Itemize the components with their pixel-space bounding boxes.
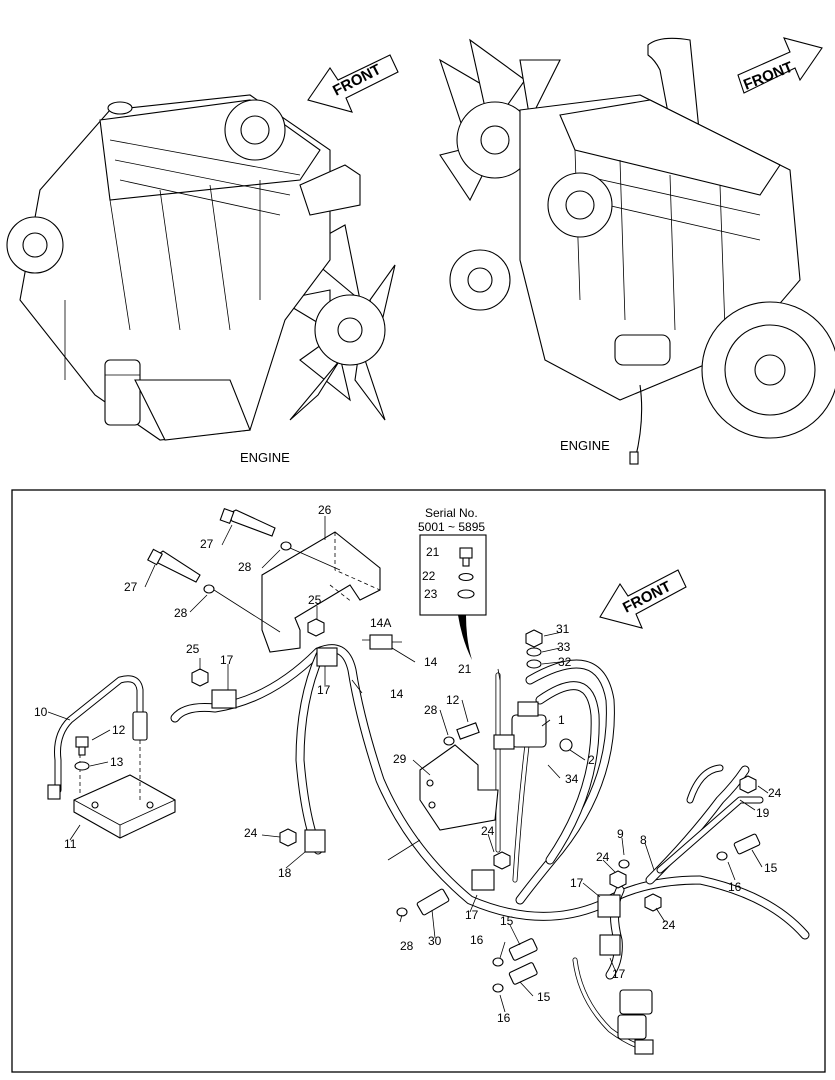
callout-22: 22 [422,569,436,583]
callout-26: 26 [318,503,332,517]
right-engine-view [439,37,835,465]
callout-14A: 14A [370,616,391,630]
callout-12: 12 [446,693,460,707]
callout-19: 19 [756,806,770,820]
front-arrow-left: FRONT [307,54,399,113]
callout-24: 24 [596,850,610,864]
callout-14: 14 [390,687,404,701]
pipe-19 [656,764,764,874]
bolts-27 [147,507,341,633]
callout-14: 14 [424,655,438,669]
callout-8: 8 [640,833,647,847]
callout-15: 15 [537,990,551,1004]
leader-lines [47,516,769,1013]
callout-28: 28 [424,703,438,717]
hose-18 [295,650,325,855]
left-engine-label: ENGINE [240,450,290,465]
callouts: 1 2 8 9 10 11 12 12 13 14 14 14A 15 15 1… [34,503,782,1025]
bolt-12-left [74,736,90,771]
callout-23: 23 [424,587,438,601]
callout-25: 25 [186,642,200,656]
callout-21: 21 [426,545,440,559]
callout-16: 16 [728,880,742,894]
callout-13: 13 [110,755,124,769]
right-engine-label: ENGINE [560,438,610,453]
callout-2: 2 [588,753,595,767]
callout-17: 17 [465,908,479,922]
svg-text:5001 ~ 5895: 5001 ~ 5895 [418,520,485,534]
sensor-1 [493,701,573,752]
fittings-15 [396,833,761,993]
connector-bottom [617,989,654,1055]
front-arrow-detail: FRONT [599,569,687,629]
callout-24: 24 [662,918,676,932]
callout-31: 31 [556,622,570,636]
callout-15: 15 [764,861,778,875]
callout-27: 27 [200,537,214,551]
bolt-12 [443,722,480,746]
callout-18: 18 [278,866,292,880]
plate-11 [73,774,176,839]
callout-24: 24 [768,786,782,800]
callout-15: 15 [500,914,514,928]
callout-24: 24 [481,824,495,838]
callout-11: 11 [64,837,77,851]
connector-14A [362,634,402,650]
front-arrow-right: FRONT [737,37,823,94]
callout-9: 9 [617,827,624,841]
bracket-26 [261,531,381,653]
callout-12: 12 [112,723,126,737]
callout-17: 17 [317,683,331,697]
callout-32: 32 [558,655,572,669]
hose-loop-right [515,659,615,905]
detail-frame [11,489,826,1073]
pipe-10 [47,675,148,800]
serial-box: Serial No. 5001 ~ 5895 [418,506,487,660]
callout-17: 17 [220,653,234,667]
hose-14 [170,644,810,940]
svg-text:Serial No.: Serial No. [425,506,478,520]
callout-28: 28 [400,939,414,953]
bracket-29 [419,744,499,831]
wire-harness [495,672,653,1053]
callout-16: 16 [470,933,484,947]
callout-28: 28 [238,560,252,574]
callout-17: 17 [570,876,584,890]
callout-28: 28 [174,606,188,620]
left-engine-view [6,94,396,441]
callout-33: 33 [557,640,571,654]
callout-21: 21 [458,662,472,676]
nuts [191,618,757,912]
callout-24: 24 [244,826,258,840]
callout-29: 29 [393,752,407,766]
callout-17: 17 [612,967,626,981]
callout-27: 27 [124,580,138,594]
callout-30: 30 [428,934,442,948]
callout-25: 25 [308,593,322,607]
hose-lower [605,765,750,980]
clamps-17 [211,647,621,956]
callout-34: 34 [565,772,579,786]
callout-16: 16 [497,1011,511,1025]
callout-1: 1 [558,713,565,727]
callout-10: 10 [34,705,48,719]
